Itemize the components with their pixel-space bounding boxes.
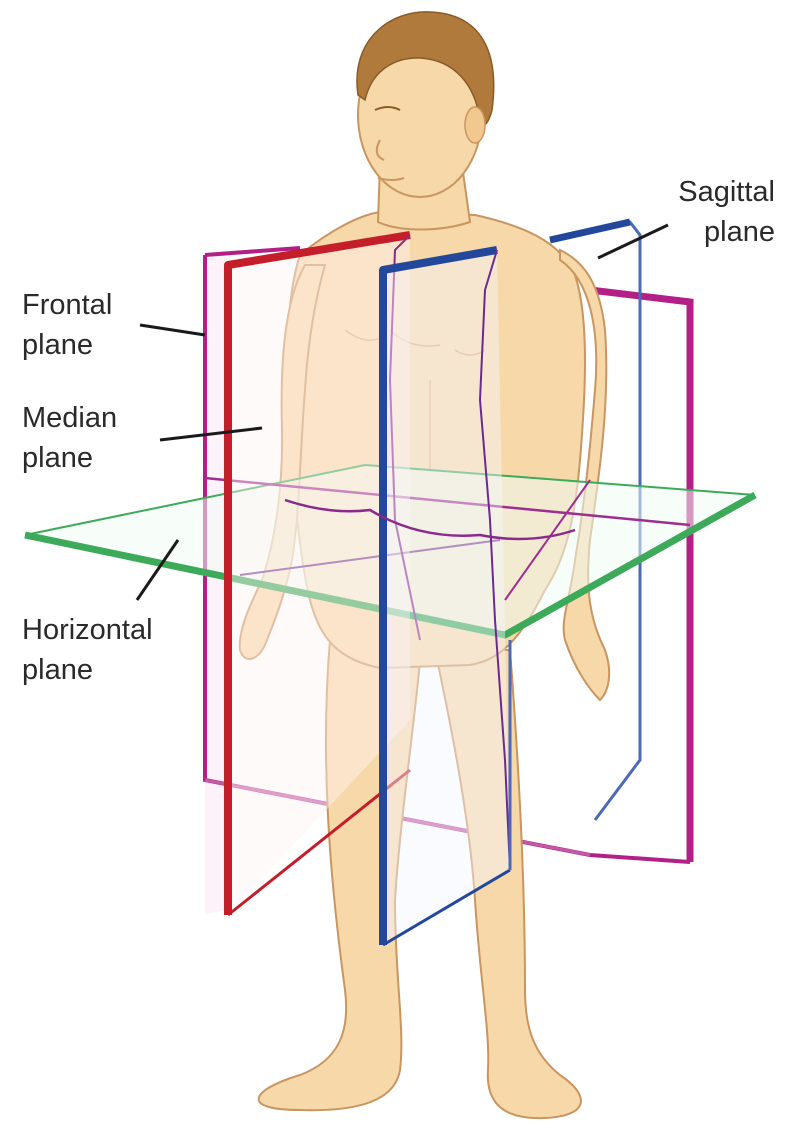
horizontal-plane-label-line1: Horizontal bbox=[22, 610, 153, 650]
frontal-plane-label-line2: plane bbox=[22, 325, 112, 365]
median-plane-label-line2: plane bbox=[22, 438, 117, 478]
sagittal-plane-label-line1: Sagittal bbox=[640, 172, 775, 212]
frontal-leader bbox=[140, 325, 205, 335]
frontal-plane-label-line1: Frontal bbox=[22, 285, 112, 325]
median-plane-label: Median plane bbox=[22, 398, 117, 478]
sagittal-plane bbox=[383, 250, 510, 945]
horizontal-plane-label-line2: plane bbox=[22, 650, 153, 690]
frontal-plane-label: Frontal plane bbox=[22, 285, 112, 365]
sagittal-plane-label-line2: plane bbox=[640, 212, 775, 252]
sagittal-plane-label: Sagittal plane bbox=[640, 172, 775, 252]
horizontal-plane-label: Horizontal plane bbox=[22, 610, 153, 690]
median-plane-label-line1: Median bbox=[22, 398, 117, 438]
